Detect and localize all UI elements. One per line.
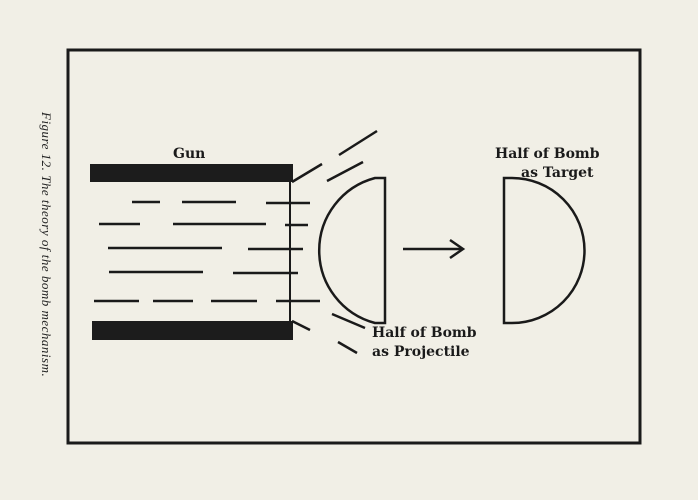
projectile-half-bomb xyxy=(317,176,387,325)
target-label-line2: as Target xyxy=(521,165,594,181)
gun-barrel-bottom xyxy=(92,321,293,340)
figure-caption: Figure 12. The theory of the bomb mechan… xyxy=(39,111,54,377)
projectile-label-line2: as Projectile xyxy=(372,344,470,360)
diagram-frame xyxy=(66,48,642,445)
gun-barrel-top xyxy=(90,164,293,182)
target-label-line1: Half of Bomb xyxy=(495,146,600,162)
motion-lines xyxy=(94,129,378,355)
projectile-label-line1: Half of Bomb xyxy=(372,325,477,341)
arrow-icon xyxy=(403,238,466,260)
gun-label: Gun xyxy=(173,146,205,162)
target-half-bomb xyxy=(502,176,586,325)
